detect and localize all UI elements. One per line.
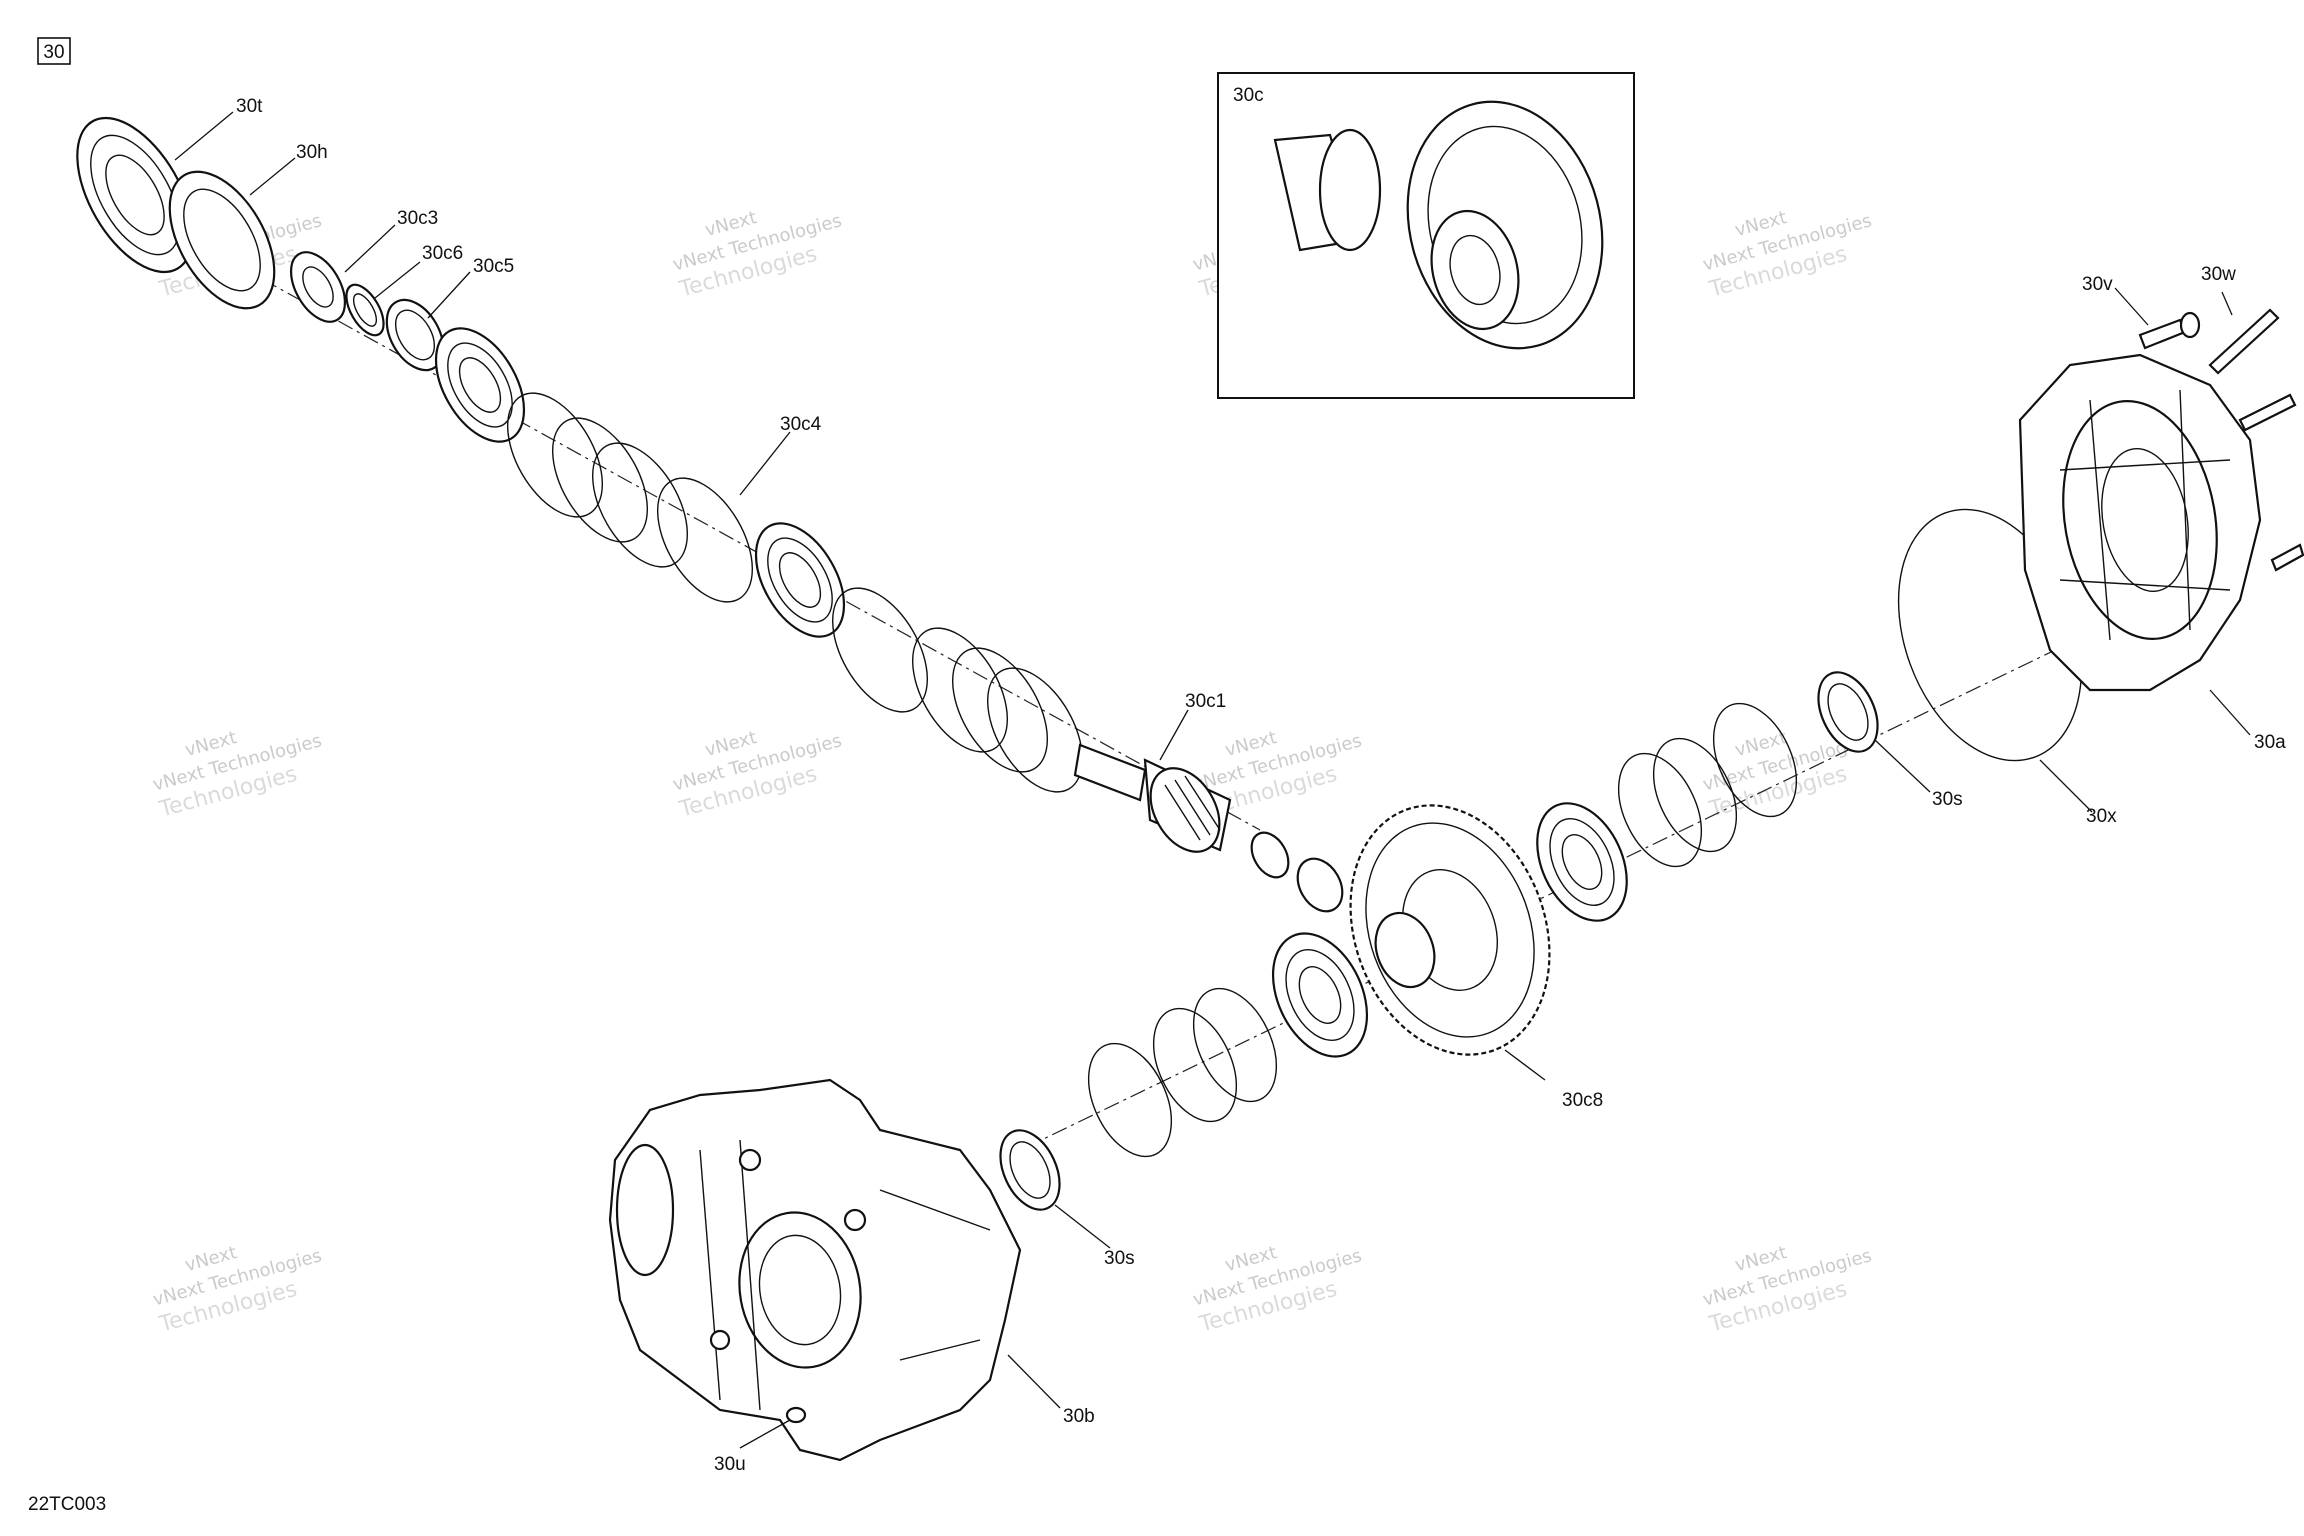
- callout-labels: 30t 30h 30c3 30c6 30c5 30c4 30c1 30c8 30…: [236, 96, 2286, 1475]
- callout-30c3: 30c3: [397, 208, 438, 229]
- shim-ring-30c4: [656, 477, 754, 603]
- leader-lines: [174, 111, 2251, 1449]
- shim-rings-upper-1: [506, 392, 689, 568]
- callout-30c6: 30c6: [422, 243, 463, 264]
- oil-seal-30s-lower: [999, 1129, 1061, 1211]
- oil-seal-30s-upper: [1817, 671, 1879, 753]
- washer-30c6: [345, 283, 385, 337]
- shim-rings-lower-1: [1087, 987, 1278, 1158]
- differential-axis: [999, 579, 2201, 1161]
- callout-30c4: 30c4: [780, 414, 822, 435]
- bearing-upper-1: [434, 327, 526, 443]
- callout-30u: 30u: [714, 1454, 746, 1475]
- callout-30b: 30b: [1063, 1406, 1095, 1427]
- callout-30v: 30v: [2082, 274, 2113, 295]
- callout-30a: 30a: [2254, 732, 2286, 753]
- nut-30c3: [289, 251, 347, 323]
- callout-30s-lower: 30s: [1104, 1248, 1135, 1269]
- drawing-code: 22TC003: [28, 1494, 106, 1515]
- shim-rings-upper-2: [831, 587, 1084, 793]
- cover-30a: [2018, 353, 2262, 692]
- callout-30h: 30h: [296, 142, 328, 163]
- callout-30t: 30t: [236, 96, 263, 117]
- bearing-cup-30h: [168, 170, 276, 310]
- pinion-gear-30c1: [1073, 743, 1232, 853]
- drain-plug-30u: [785, 1406, 807, 1424]
- group-number-box: 30: [37, 37, 71, 65]
- bearing-lower-2: [1536, 802, 1628, 922]
- bearing-lower-1: [1271, 932, 1369, 1058]
- callout-30c5: 30c5: [473, 256, 514, 277]
- callout-30x: 30x: [2086, 806, 2117, 827]
- stud-30w: [2208, 308, 2304, 572]
- oil-seal-30t: [76, 116, 194, 274]
- shim-rings-lower-2: [1617, 702, 1798, 868]
- bearing-upper-2: [754, 522, 846, 638]
- callout-30s-upper: 30s: [1932, 789, 1963, 810]
- housing-30b: [608, 1078, 1022, 1462]
- ring-gear-30c8: [1349, 804, 1551, 1056]
- callout-30w: 30w: [2201, 264, 2236, 285]
- callout-30c8: 30c8: [1562, 1090, 1603, 1111]
- callout-30c1: 30c1: [1185, 691, 1226, 712]
- inset-box-30c: 30c: [1217, 72, 1635, 399]
- group-number: 30: [43, 42, 64, 63]
- bolt-30v: [2138, 311, 2201, 350]
- svg-text:30c: 30c: [1233, 85, 1264, 106]
- pinion-spacers: [1250, 831, 1344, 913]
